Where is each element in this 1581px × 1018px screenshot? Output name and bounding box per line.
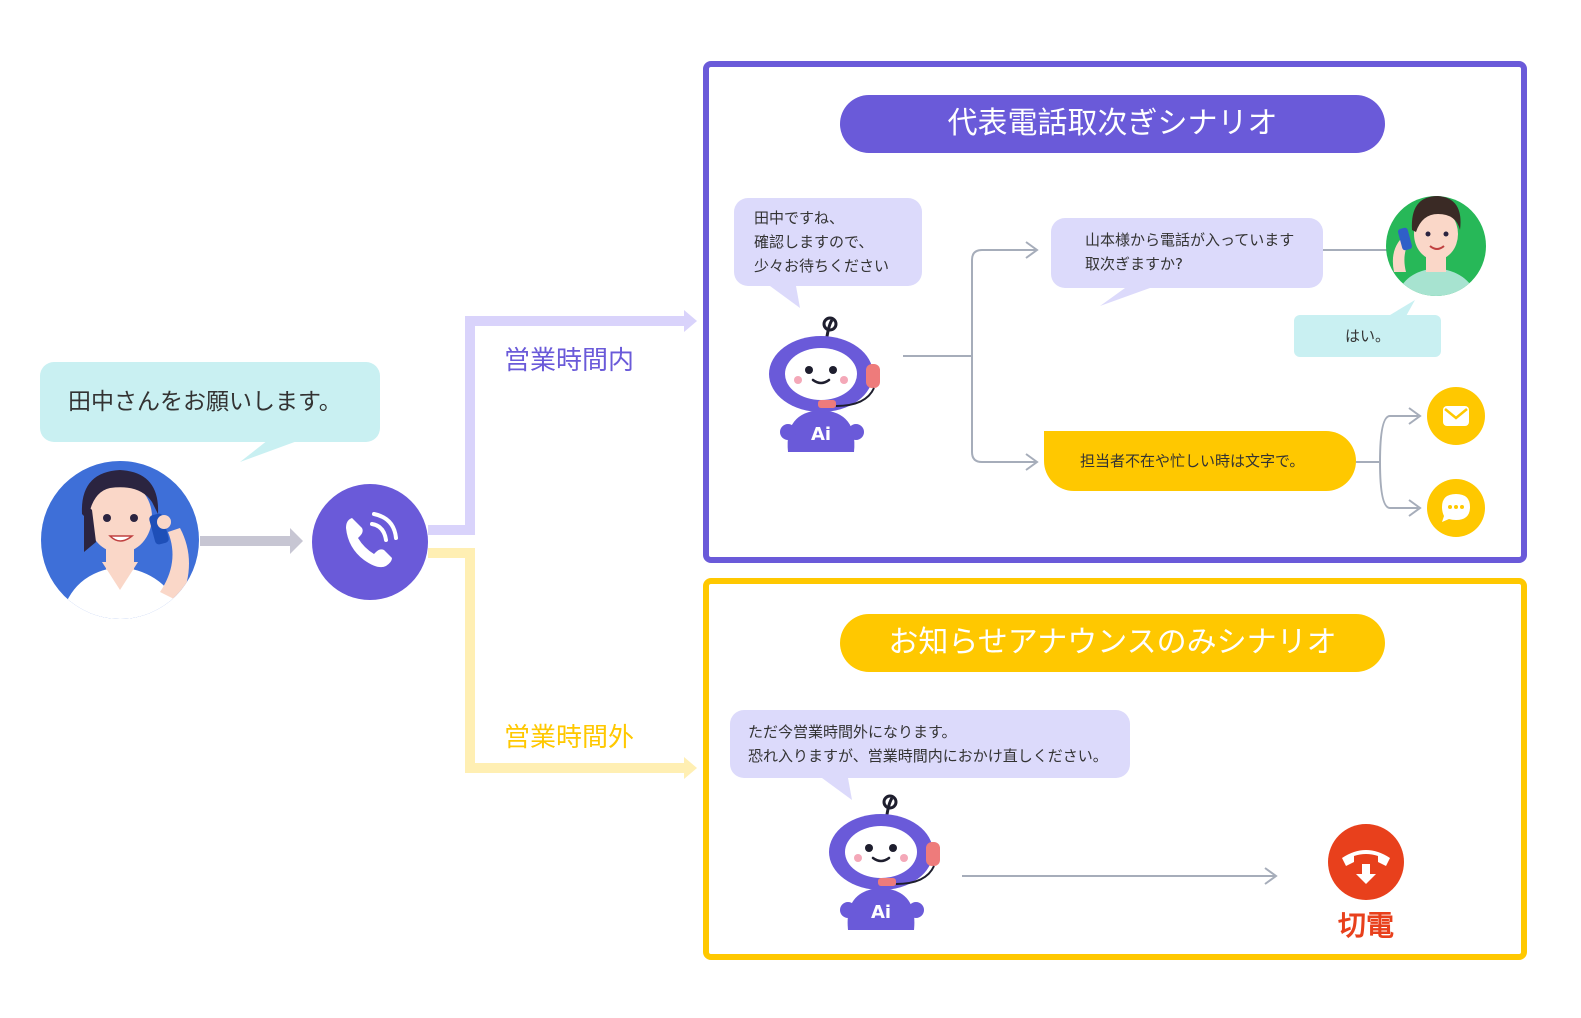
caller-speech-bubble: 田中さんをお願いします。 xyxy=(40,362,380,442)
scenario2-ai-speech-bubble: ただ今営業時間外になります。 恐れ入りますが、営業時間内におかけ直しください。 xyxy=(730,710,1130,778)
scenario1-transfer-prompt-text: 山本様から電話が入っています 取次ぎますか? xyxy=(1085,231,1295,273)
scenario1-transfer-prompt-bubble: 山本様から電話が入っています 取次ぎますか? xyxy=(1051,218,1323,288)
scenario2-ai-bubble-tail xyxy=(822,778,852,800)
caller-speech-text: 田中さんをお願いします。 xyxy=(68,389,342,415)
scenario1-ai-robot-icon: Ai xyxy=(769,316,880,452)
scenario1-ai-bubble-tail xyxy=(770,286,800,308)
scenario2-title: お知らせアナウンスのみシナリオ xyxy=(840,614,1385,672)
branch-in-hours-connector xyxy=(428,310,697,535)
scenario1-transfer-bubble-tail xyxy=(1100,288,1150,306)
scenario1-connectors xyxy=(903,241,1422,517)
scenario2-ai-robot-icon: Ai xyxy=(829,794,940,930)
scenario1-reply-bubble-tail xyxy=(1385,300,1415,318)
scenario1-title: 代表電話取次ぎシナリオ xyxy=(840,95,1385,153)
chat-icon xyxy=(1427,479,1485,537)
scenario2-hangup-arrow xyxy=(962,867,1278,885)
staff-avatar xyxy=(1386,196,1486,296)
scenario1-absent-message-bubble: 担当者不在や忙しい時は文字で。 xyxy=(1044,431,1356,491)
caller-avatar xyxy=(41,461,199,619)
phone-call-node xyxy=(312,484,428,600)
scenario2-robot-badge: Ai xyxy=(871,902,891,923)
scenario1-robot-badge: Ai xyxy=(811,424,831,445)
scenario1-reply-text: はい。 xyxy=(1344,327,1390,345)
hangup-icon xyxy=(1328,824,1404,900)
caller-to-phone-arrow xyxy=(200,528,303,554)
scenario1-ai-speech-bubble: 田中ですね、 確認しますので、 少々お待ちください xyxy=(734,198,922,286)
mail-icon xyxy=(1427,387,1485,445)
in-hours-label: 営業時間内 xyxy=(504,346,635,376)
out-hours-label: 営業時間外 xyxy=(504,723,635,753)
scenario1-reply-bubble: はい。 xyxy=(1294,315,1441,357)
phone-icon xyxy=(346,512,398,568)
scenario2-ai-speech-text: ただ今営業時間外になります。 恐れ入りますが、営業時間内におかけ直しください。 xyxy=(748,723,1108,765)
scenario1-absent-message-text: 担当者不在や忙しい時は文字で。 xyxy=(1080,452,1305,470)
caller-bubble-tail xyxy=(240,440,300,462)
branch-out-hours-connector xyxy=(428,548,697,779)
scenario1-ai-speech-text: 田中ですね、 確認しますので、 少々お待ちください xyxy=(754,209,890,275)
hangup-label: 切電 xyxy=(1337,909,1394,942)
